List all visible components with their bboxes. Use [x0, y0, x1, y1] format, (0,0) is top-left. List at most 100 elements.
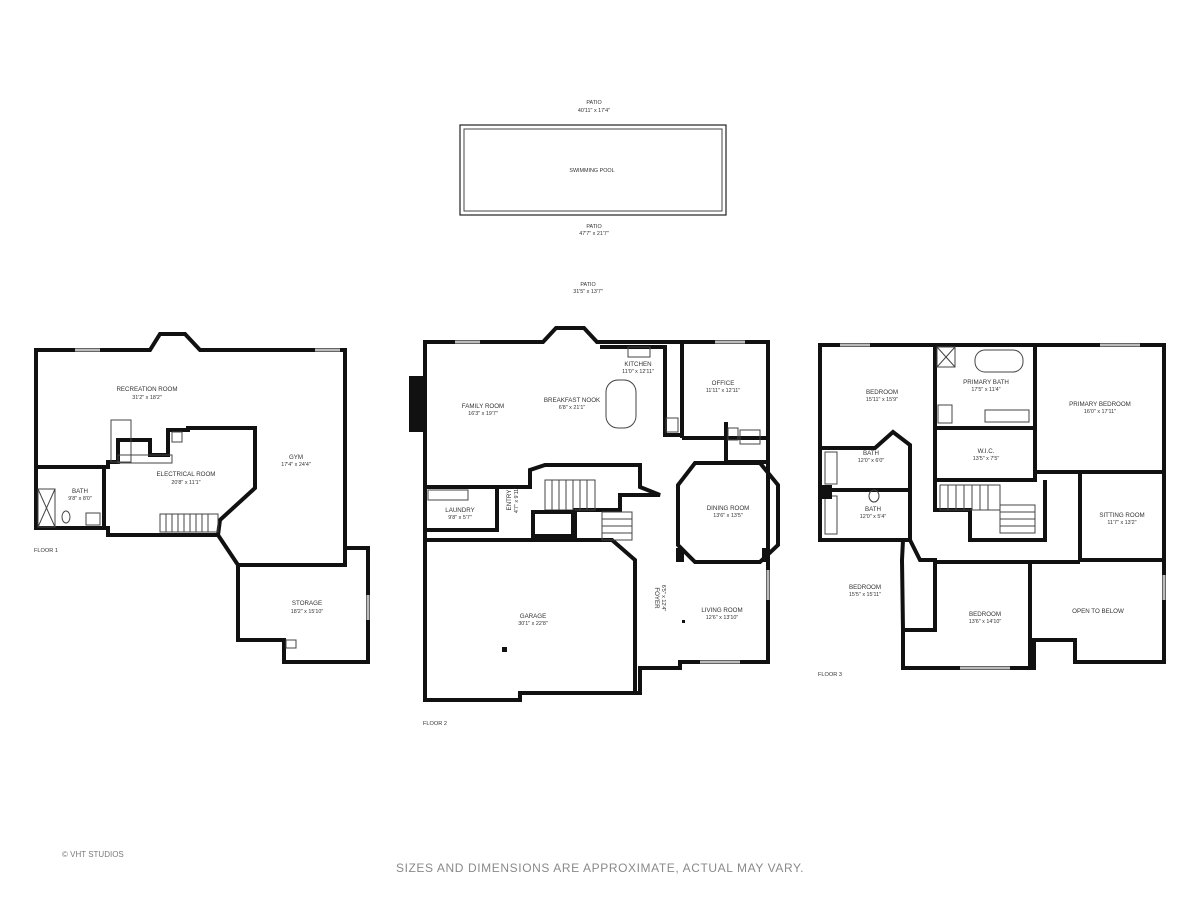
foyer-dims: 6'5" x 12'4" — [660, 585, 666, 612]
primary-bedroom-wall — [1033, 428, 1080, 474]
toilet-icon — [739, 429, 761, 445]
patio-top-name: PATIO — [586, 100, 601, 106]
garage-dims: 30'1" x 22'8" — [518, 621, 548, 627]
living-room-dims: 12'6" x 13'10" — [706, 615, 739, 621]
bath-a-dims: 12'0" x 6'0" — [858, 458, 885, 464]
primary-bedroom-dims: 16'0" x 17'11" — [1084, 409, 1116, 415]
primary-bedroom-name: PRIMARY BEDROOM — [1069, 401, 1131, 408]
floor-3-label: FLOOR 3 — [818, 672, 842, 678]
laundry-name: LAUNDRY — [445, 507, 474, 514]
primary-bath-dims: 17'5" x 11'4" — [971, 387, 1000, 393]
sink-icon — [727, 427, 739, 441]
patio-house-dims: 31'5" x 13'7" — [573, 289, 603, 295]
kitchen-dims: 11'0" x 12'11" — [622, 369, 654, 375]
column-icon — [762, 548, 770, 562]
kitchen-name: KITCHEN — [624, 361, 651, 368]
floor-3-stairs — [939, 484, 1036, 534]
powder-room-wall — [724, 422, 768, 464]
kitchen-island — [605, 379, 637, 429]
bedroom-nw-name: BEDROOM — [866, 389, 898, 396]
pool-name: SWIMMING POOL — [569, 168, 614, 174]
fridge-icon — [665, 417, 679, 433]
floor-1: RECREATION ROOM 31'2" x 18'2" GYM 17'4" … — [34, 332, 370, 664]
bath-a-wall — [820, 429, 912, 492]
recreation-room-name: RECREATION ROOM — [116, 386, 177, 393]
closet-wall — [531, 510, 575, 538]
wic-wall — [933, 428, 1037, 482]
patio-mid-dims: 47'7" x 21'7" — [579, 231, 609, 237]
family-room-dims: 16'3" x 19'7" — [468, 411, 498, 417]
living-room-name: LIVING ROOM — [701, 607, 742, 614]
bath-b-dims: 12'0" x 5'4" — [860, 514, 887, 520]
floor-1-storage-wall — [238, 548, 347, 567]
garage-name: GARAGE — [520, 613, 546, 620]
floor-2-exterior-wall — [423, 326, 770, 702]
breakfast-nook-dims: 6'8" x 21'1" — [559, 405, 586, 411]
kitchen-sink — [627, 346, 651, 358]
floor-1-label: FLOOR 1 — [34, 548, 58, 554]
outdoor-area: PATIO 40'11" x 17'4" SWIMMING POOL PATIO… — [459, 100, 727, 295]
floor-2: KITCHEN 11'0" x 12'11" FAMILY ROOM 16'3"… — [409, 326, 780, 727]
bedroom-south-wall — [903, 539, 1032, 668]
bedroom-sw-dims: 15'5" x 15'11" — [849, 592, 881, 598]
dining-room-name: DINING ROOM — [707, 505, 750, 512]
dining-room-wall — [676, 461, 780, 564]
toilet-icon — [61, 510, 71, 524]
gym-name: GYM — [289, 454, 303, 461]
primary-bath-name: PRIMARY BATH — [963, 379, 1009, 386]
floor-3: BEDROOM 15'11" x 15'9" PRIMARY BATH 17'5… — [818, 343, 1166, 678]
sink-icon — [868, 489, 880, 503]
bath-name: BATH — [72, 488, 88, 495]
wic-name: W.I.C. — [978, 448, 995, 455]
bathtub-icon — [824, 495, 838, 535]
floor-2-stairs — [544, 479, 633, 541]
entry-name: ENTRY — [506, 490, 513, 511]
laundry-wall — [425, 485, 499, 532]
patio-mid-name: PATIO — [586, 224, 601, 230]
bath-dims: 9'8" x 8'0" — [68, 496, 92, 502]
drain-icon — [502, 647, 507, 652]
bedroom-s-dims: 13'6" x 14'10" — [969, 619, 1002, 625]
shower-stall — [37, 488, 56, 528]
breakfast-nook-name: BREAKFAST NOOK — [544, 397, 601, 404]
open-to-below-name: OPEN TO BELOW — [1072, 608, 1124, 615]
primary-bath-wall — [933, 345, 1037, 430]
disclaimer-text: SIZES AND DIMENSIONS ARE APPROXIMATE, AC… — [395, 861, 805, 875]
floor-2-label: FLOOR 2 — [423, 721, 447, 727]
sitting-room-name: SITTING ROOM — [1099, 512, 1144, 519]
sitting-room-dims: 11'7" x 13'2" — [1107, 520, 1136, 526]
toilet-icon — [937, 404, 953, 424]
garage-wall — [425, 538, 637, 693]
entry-dims: 4'7" x 9'11" — [514, 487, 520, 513]
family-room-name: FAMILY ROOM — [462, 403, 504, 410]
shower-icon — [936, 346, 956, 368]
patio-top-dims: 40'11" x 17'4" — [578, 108, 610, 114]
storage-dims: 18'2" x 15'10" — [291, 609, 324, 615]
dining-room-dims: 13'6" x 13'5" — [713, 513, 743, 519]
bar-counter — [110, 419, 132, 463]
pool-inner — [463, 128, 723, 212]
laundry-counter — [427, 489, 469, 501]
laundry-dims: 9'8" x 5'7" — [448, 515, 472, 521]
bedroom-sw-name: BEDROOM — [849, 584, 881, 591]
office-dims: 11'11" x 12'11" — [706, 388, 740, 394]
appliance-icon — [171, 431, 183, 443]
foyer-name: FOYER — [653, 587, 660, 609]
column-icon — [676, 548, 684, 562]
open-to-below-wall — [1030, 560, 1080, 642]
bathtub-icon — [974, 349, 1024, 373]
electrical-room-name: ELECTRICAL ROOM — [157, 471, 216, 478]
bathtub-icon — [824, 451, 838, 485]
bath-a-name: BATH — [863, 450, 879, 457]
wic-dims: 13'5" x 7'5" — [973, 456, 1000, 462]
bedroom-nw-dims: 15'11" x 15'9" — [866, 397, 898, 403]
floor-1-stairs — [159, 513, 219, 533]
pool-outer — [459, 124, 727, 216]
floor-1-exterior-wall — [34, 332, 370, 664]
electrical-room-dims: 20'8" x 11'1" — [171, 480, 200, 486]
office-name: OFFICE — [712, 380, 735, 387]
bath-b-wall — [818, 490, 912, 542]
bedroom-s-name: BEDROOM — [969, 611, 1001, 618]
column-icon — [820, 485, 832, 499]
